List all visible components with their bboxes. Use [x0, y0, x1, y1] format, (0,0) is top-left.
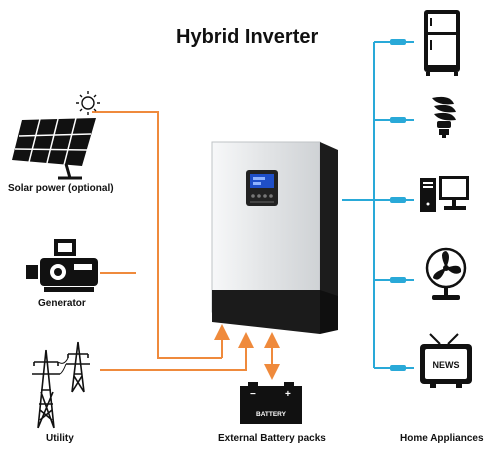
- battery-label: BATTERY: [256, 411, 287, 418]
- source-wiring: [92, 111, 280, 380]
- computer-icon: [420, 176, 469, 212]
- svg-text:−: −: [250, 389, 256, 400]
- load-wiring: [342, 41, 414, 369]
- solar-label: Solar power (optional): [8, 183, 114, 194]
- tv-icon: NEWS: [420, 333, 472, 388]
- inverter-display: [250, 174, 274, 188]
- utility-line: [100, 332, 254, 371]
- battery-icon: − + BATTERY: [240, 382, 302, 424]
- battery-caption: External Battery packs: [218, 433, 326, 444]
- solar-panel-icon: [12, 117, 96, 180]
- sun-icon: [76, 91, 100, 115]
- appliances-caption: Home Appliances: [400, 433, 484, 444]
- solar-line: [92, 111, 222, 359]
- generator-icon: [26, 239, 98, 292]
- hybrid-inverter-unit: [211, 141, 338, 334]
- fan-icon: [425, 247, 467, 300]
- refrigerator-icon: [424, 10, 460, 76]
- tv-news-text: NEWS: [433, 360, 460, 370]
- diagram-title: Hybrid Inverter: [176, 26, 319, 48]
- utility-tower-icon: [32, 341, 90, 429]
- load-connectors: [390, 39, 406, 371]
- utility-label: Utility: [46, 433, 74, 444]
- light-bulb-icon: [432, 96, 456, 138]
- generator-label: Generator: [38, 298, 86, 309]
- svg-text:+: +: [285, 389, 291, 400]
